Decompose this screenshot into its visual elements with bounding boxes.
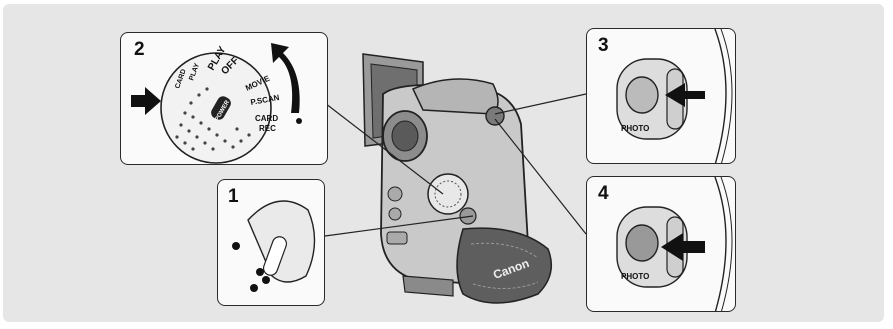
step-3-panel: 3 PHOTO (586, 28, 736, 164)
photo-label: PHOTO (621, 272, 649, 281)
photo-button-half-press-illustration: PHOTO (587, 29, 736, 164)
step-2-panel: 2 OFF PLAY MOVIE P.SCAN CARD REC CARD PL… (120, 32, 328, 165)
manual-illustration: Canon 2 OFF PLAY MOVIE P.SCAN (3, 4, 884, 322)
photo-button-full-press-illustration: PHOTO (587, 177, 736, 312)
dial-label-rec: REC (259, 124, 276, 133)
step-1-panel: 1 (217, 179, 325, 306)
step-4-panel: 4 PHOTO (586, 176, 736, 312)
lock-button-illustration (218, 180, 325, 306)
arrow-right-icon (131, 87, 161, 115)
power-dial-illustration: OFF PLAY MOVIE P.SCAN CARD REC CARD PLAY… (121, 33, 328, 165)
dial-label-card-upper: CARD (255, 114, 278, 123)
photo-label: PHOTO (621, 124, 649, 133)
